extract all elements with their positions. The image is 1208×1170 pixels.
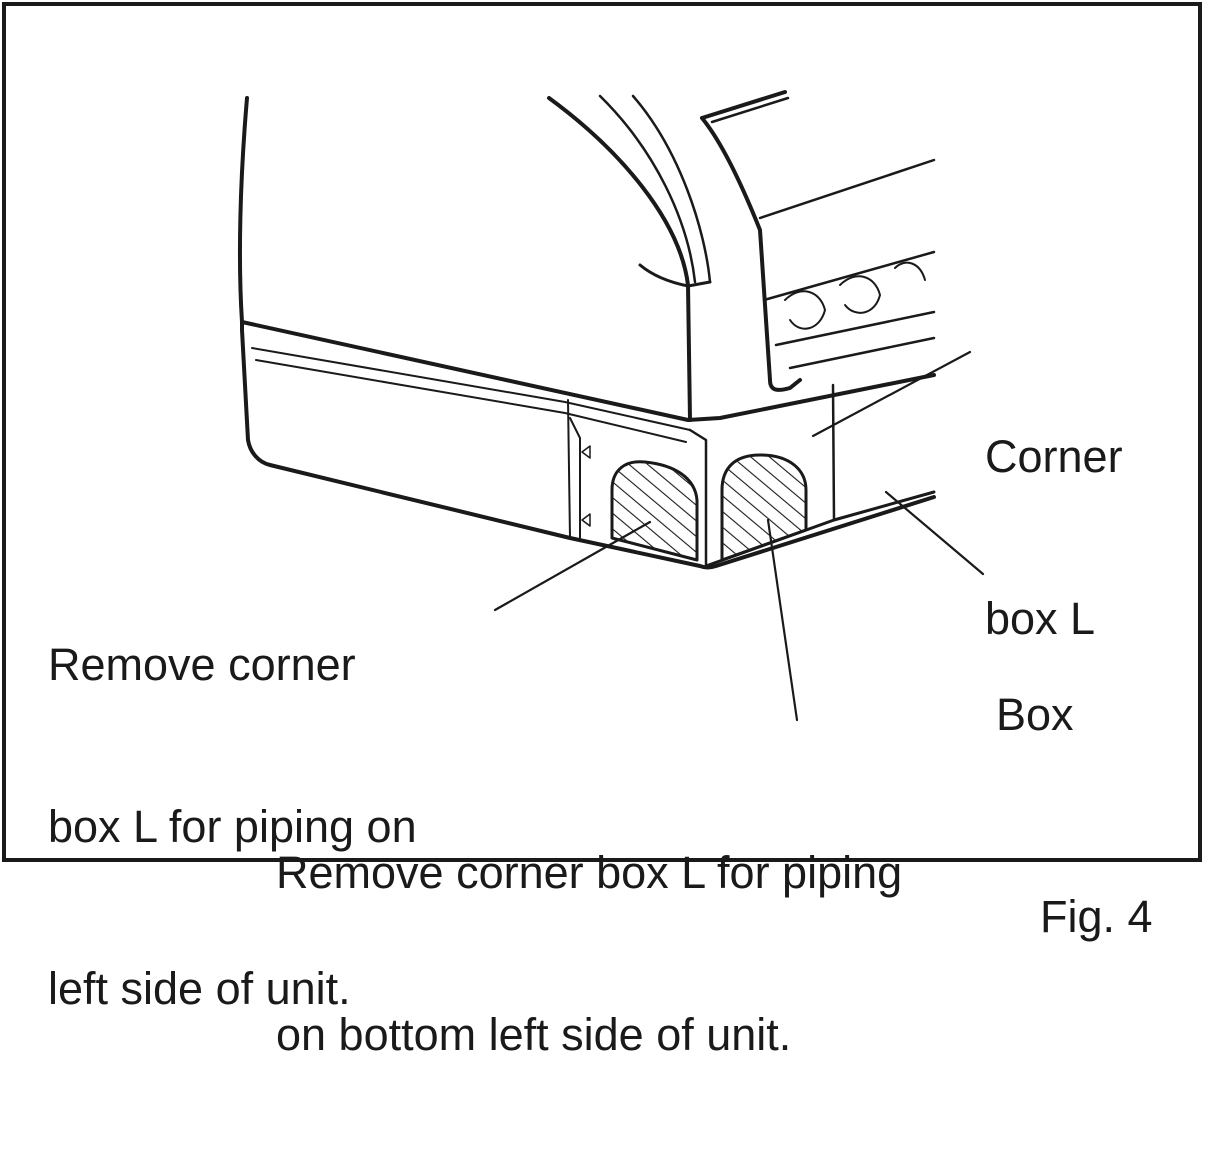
bottom-piping-label-line-2: on bottom left side of unit. [276, 1009, 792, 1060]
corner-seam-right [831, 383, 836, 522]
unit-left-edge [237, 96, 249, 332]
front-panel-line-2 [762, 250, 936, 302]
left-piping-label-line-1: Remove corner [48, 639, 356, 690]
unit-band-lower-line [251, 347, 691, 431]
knockout-left [610, 460, 699, 562]
leader-bottom-piping [766, 518, 799, 722]
left-piping-label-line-2: box L for piping on [48, 801, 417, 852]
leader-box [884, 490, 985, 576]
bottom-piping-label: Remove corner box L for piping on bottom… [276, 738, 902, 1170]
front-curve-outer [547, 96, 692, 422]
corner-box-label-line-2: box L [985, 593, 1096, 644]
corner-box-label: Corner box L [985, 322, 1123, 754]
arrow-marker-1 [581, 445, 591, 459]
louver-3 [894, 261, 926, 281]
corner-seam-left [567, 399, 571, 539]
figure-border [2, 2, 1202, 862]
front-panel-edge [700, 116, 802, 392]
corner-step [569, 417, 581, 541]
arrow-marker-2 [581, 513, 591, 527]
corner-box-label-line-1: Corner [985, 431, 1123, 482]
knockout-right [720, 453, 808, 562]
corner-seam-mid [688, 428, 708, 568]
bottom-piping-label-line-1: Remove corner box L for piping [276, 847, 903, 898]
figure-number-text: Fig. 4 [1040, 891, 1153, 942]
front-panel-line-4 [788, 336, 936, 370]
louver-1 [784, 290, 826, 330]
unit-top-band [240, 320, 936, 422]
leader-corner-box [811, 350, 972, 438]
front-curve-inner-2 [631, 94, 712, 284]
figure-number: Fig. 4 [1040, 782, 1153, 1052]
front-panel-line [758, 158, 936, 220]
unit-drawing [2, 2, 1202, 862]
front-panel-top [700, 90, 787, 120]
front-curve-inner-1 [598, 94, 697, 284]
leader-left-piping [493, 520, 652, 612]
louver-2 [839, 275, 881, 314]
unit-band-lower-line-2 [255, 359, 687, 443]
box-label: Box [996, 580, 1074, 850]
figure-frame: Corner box L Box Remove corner box L for… [2, 2, 1202, 1060]
front-panel-line-3 [774, 310, 936, 347]
front-panel-top-2 [710, 96, 790, 124]
box-label-text: Box [996, 689, 1074, 740]
front-curve-cap [638, 263, 712, 288]
